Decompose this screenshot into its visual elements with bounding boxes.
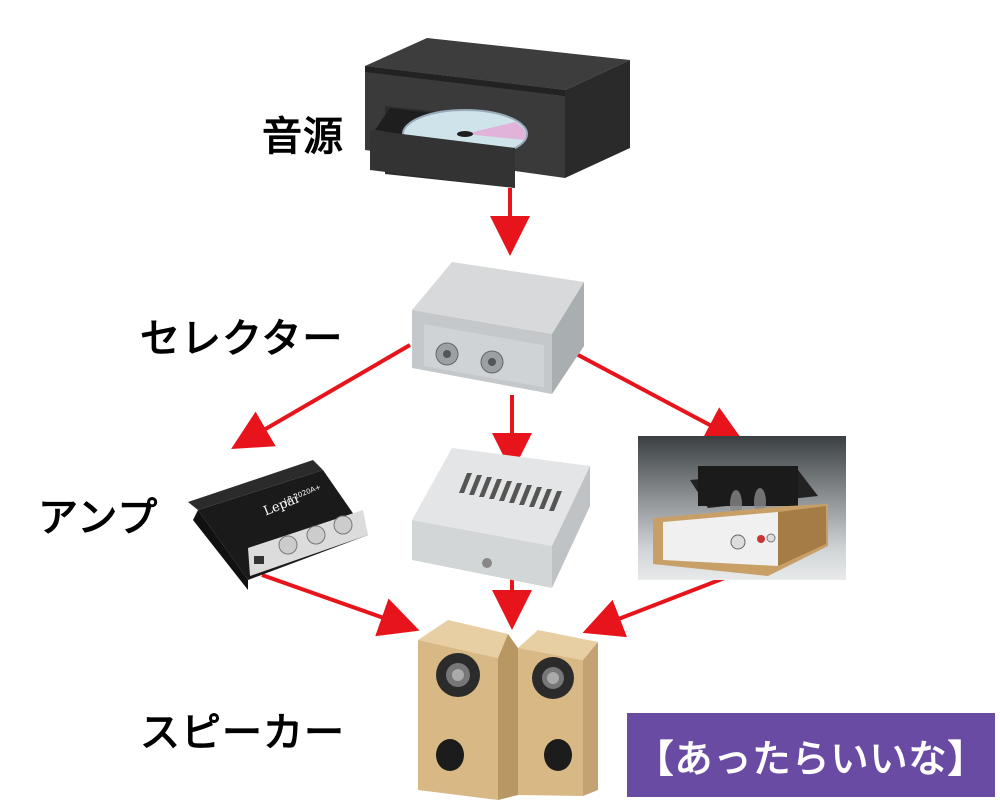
speakers-image <box>418 620 598 800</box>
arrow-amp1-to-speaker <box>261 573 420 637</box>
arrow-amp3-to-speaker <box>582 570 741 638</box>
amp-lepai-knob-2 <box>306 525 326 545</box>
amp-lepai-knob-3 <box>333 515 353 535</box>
label-selector: セレクター <box>140 316 344 362</box>
arrow-selector-to-amp3 <box>564 346 746 444</box>
tube-amp-knob <box>730 534 746 550</box>
speaker-right-port <box>544 739 572 771</box>
label-amp: アンプ <box>38 495 159 541</box>
amp-silver-knob <box>482 558 492 568</box>
speaker-left-port <box>436 739 464 771</box>
banner-atta-ra-iina: 【あったらいいな】 <box>627 713 995 797</box>
amp-lepai-knob-1 <box>278 535 298 555</box>
vent-slots <box>459 473 562 511</box>
selector-image <box>412 262 584 394</box>
amp-lepai: Lepai LP-2020A+ <box>188 440 373 590</box>
arrow-selector-to-amp1 <box>231 343 412 450</box>
label-speaker: スピーカー <box>140 710 345 756</box>
amp-tube-photo <box>638 436 846 580</box>
amp-silver-box <box>412 448 590 588</box>
label-source: 音源 <box>262 114 344 160</box>
disc-drive-image <box>365 38 630 188</box>
